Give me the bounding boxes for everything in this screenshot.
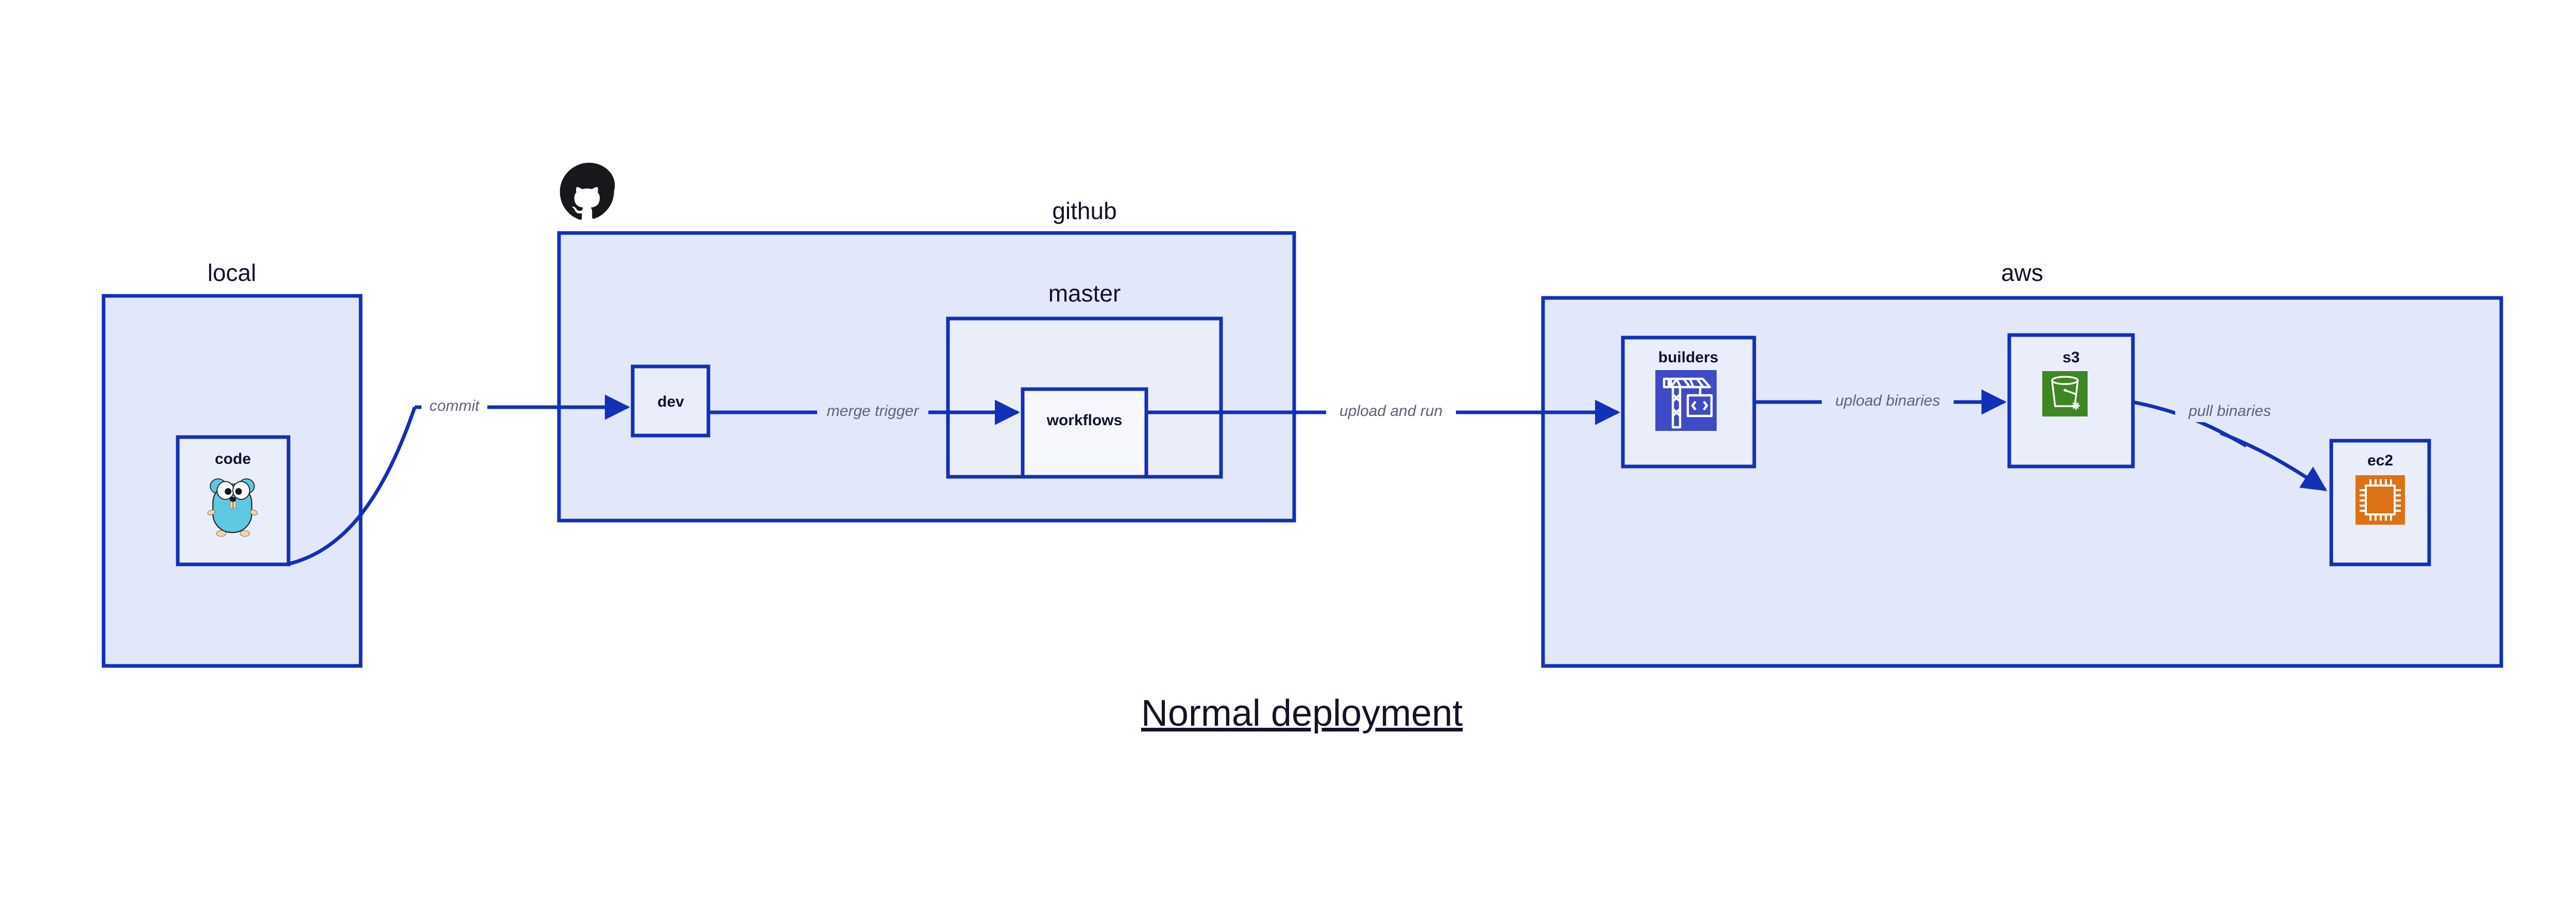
node-workflows[interactable]: workflows (1021, 387, 1148, 479)
edge-dev-to-workflows: merge trigger (708, 399, 1020, 425)
group-local-label: local (208, 259, 257, 286)
node-ec2[interactable]: ec2 (2329, 439, 2431, 566)
go-gopher-icon (207, 478, 258, 537)
aws-codebuild-crane-icon (1655, 370, 1717, 431)
edge-s3-to-ec2-label: pull binaries (2188, 403, 2271, 420)
edge-builders-to-s3-label: upload binaries (1835, 392, 1940, 409)
edge-workflows-to-builders-label: upload and run (1340, 403, 1443, 420)
diagram-title: Normal deployment (1141, 693, 1463, 734)
edge-code-to-dev-label: commit (430, 397, 480, 414)
edge-code-to-dev: commit (288, 394, 630, 566)
edge-dev-to-workflows-label: merge trigger (827, 403, 919, 420)
aws-ec2-chip-icon (2355, 475, 2405, 525)
node-ec2-label: ec2 (2367, 452, 2393, 469)
node-builders[interactable]: builders (1621, 336, 1756, 469)
node-s3[interactable]: s3 (2007, 333, 2135, 469)
group-master-label: master (1048, 280, 1121, 307)
node-dev-label: dev (657, 393, 684, 410)
edge-workflows-to-builders: upload and run (1146, 399, 1620, 425)
node-s3-label: s3 (2062, 349, 2079, 366)
node-builders-label: builders (1658, 349, 1719, 366)
node-code[interactable]: code (176, 435, 291, 566)
node-workflows-label: workflows (1046, 412, 1123, 429)
node-workflows-box[interactable] (1021, 387, 1148, 479)
aws-s3-bucket-icon (2042, 371, 2088, 416)
github-octocat-icon (560, 162, 615, 220)
edge-s3-to-ec2: pull binaries (2132, 399, 2328, 491)
node-dev[interactable]: dev (631, 364, 710, 438)
edge-builders-to-s3: upload binaries (1754, 389, 2007, 415)
node-dev-box[interactable] (631, 364, 710, 438)
group-aws-label: aws (2001, 259, 2043, 286)
diagram-title-text: Normal deployment (1141, 693, 1463, 734)
node-code-label: code (215, 450, 251, 467)
group-github-label: github (1052, 197, 1116, 224)
